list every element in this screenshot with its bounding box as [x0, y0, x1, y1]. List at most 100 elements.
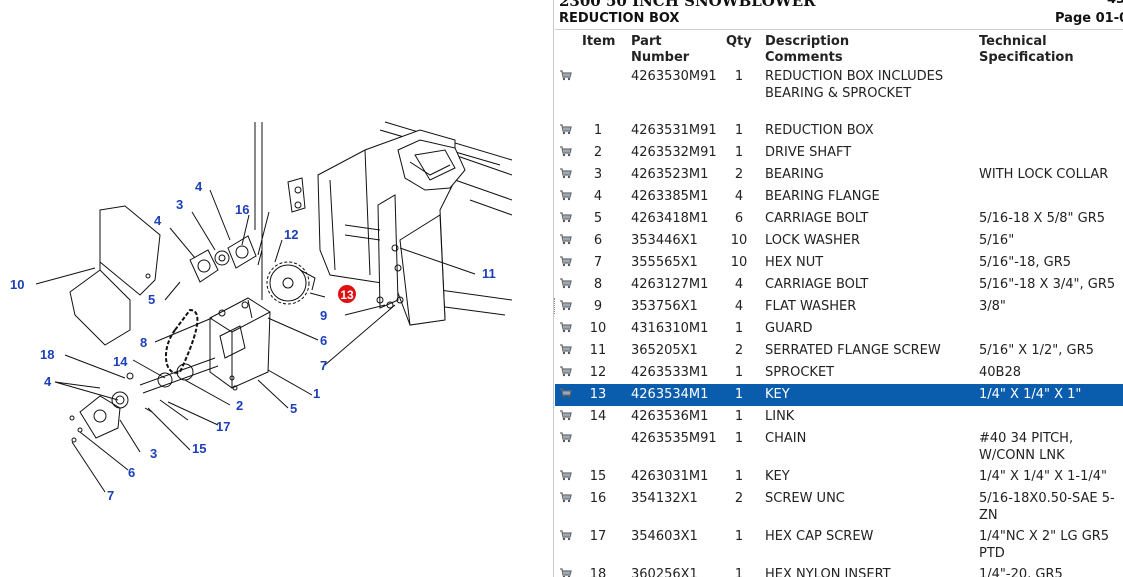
- callout-5[interactable]: 5: [290, 401, 297, 416]
- part-number[interactable]: 355565X1: [631, 255, 698, 270]
- callout-4[interactable]: 4: [154, 213, 162, 228]
- part-number[interactable]: 354603X1: [631, 529, 698, 544]
- callout-15[interactable]: 15: [192, 441, 206, 456]
- part-number[interactable]: 4263530M91: [631, 69, 717, 84]
- col-header-item[interactable]: Item: [582, 34, 616, 49]
- callout-7[interactable]: 7: [107, 488, 114, 503]
- add-to-cart-icon[interactable]: [560, 146, 572, 157]
- callout-3[interactable]: 3: [176, 197, 183, 212]
- callout-18[interactable]: 18: [40, 347, 54, 362]
- callout-2[interactable]: 2: [236, 398, 243, 413]
- add-to-cart-icon[interactable]: [560, 190, 572, 201]
- callout-11[interactable]: 11: [482, 266, 496, 281]
- callout-4[interactable]: 4: [195, 179, 203, 194]
- add-to-cart-icon[interactable]: [560, 530, 572, 541]
- part-number[interactable]: 4263536M1: [631, 409, 709, 424]
- part-number[interactable]: 4263531M91: [631, 123, 717, 138]
- callout-17[interactable]: 17: [216, 419, 230, 434]
- add-to-cart-icon[interactable]: [560, 300, 572, 311]
- technical-spec: 1/4" X 1/4" X 1-1/4": [979, 469, 1108, 484]
- add-to-cart-icon[interactable]: [560, 168, 572, 179]
- add-to-cart-icon[interactable]: [560, 492, 572, 503]
- callout-10[interactable]: 10: [10, 277, 24, 292]
- callout-1[interactable]: 1: [313, 386, 320, 401]
- splitter-handle[interactable]: [554, 298, 558, 314]
- item-number: 14: [589, 409, 607, 424]
- quantity: 1: [734, 529, 744, 544]
- callout-12[interactable]: 12: [284, 227, 298, 242]
- part-number[interactable]: 4263385M1: [631, 189, 709, 204]
- item-number: 1: [593, 123, 603, 138]
- part-number[interactable]: 4263523M1: [631, 167, 709, 182]
- add-to-cart-icon[interactable]: [560, 322, 572, 333]
- part-number[interactable]: 360256X1: [631, 567, 698, 577]
- col-header-spec[interactable]: Technical Specification: [979, 34, 1074, 65]
- callout-3[interactable]: 3: [150, 446, 157, 461]
- part-number[interactable]: 4263127M1: [631, 277, 709, 292]
- add-to-cart-icon[interactable]: [560, 256, 572, 267]
- callout-6[interactable]: 6: [128, 465, 135, 480]
- part-number[interactable]: 354132X1: [631, 491, 698, 506]
- callout-5[interactable]: 5: [148, 292, 155, 307]
- callout-16[interactable]: 16: [235, 202, 249, 217]
- add-to-cart-icon[interactable]: [560, 410, 572, 421]
- part-number[interactable]: 4316310M1: [631, 321, 709, 336]
- callout-13-highlighted[interactable]: 13: [338, 285, 356, 303]
- callout-6[interactable]: 6: [320, 333, 327, 348]
- callout-14[interactable]: 14: [113, 354, 128, 369]
- add-to-cart-icon[interactable]: [560, 366, 572, 377]
- add-to-cart-icon[interactable]: [560, 234, 572, 245]
- part-number[interactable]: 4263031M1: [631, 469, 709, 484]
- part-number[interactable]: 4263532M91: [631, 145, 717, 160]
- panel-divider[interactable]: [553, 0, 554, 577]
- col-header-part[interactable]: Part Number: [631, 34, 690, 65]
- add-to-cart-icon[interactable]: [560, 278, 572, 289]
- add-to-cart-icon[interactable]: [560, 388, 572, 399]
- item-number: 2: [593, 145, 603, 160]
- col-header-qty[interactable]: Qty: [726, 34, 752, 49]
- add-to-cart-icon[interactable]: [560, 432, 572, 443]
- callout-4[interactable]: 4: [44, 374, 52, 389]
- part-number[interactable]: 4263534M1: [631, 387, 709, 402]
- description: REDUCTION BOX INCLUDES BEARING & SPROCKE…: [765, 69, 944, 101]
- callout-7[interactable]: 7: [320, 358, 327, 373]
- part-number[interactable]: 4263533M1: [631, 365, 709, 380]
- description: LINK: [765, 409, 795, 424]
- description: SERRATED FLANGE SCREW: [765, 343, 941, 358]
- add-to-cart-icon[interactable]: [560, 212, 572, 223]
- add-to-cart-icon[interactable]: [560, 124, 572, 135]
- part-number[interactable]: 353756X1: [631, 299, 698, 314]
- callout-8[interactable]: 8: [140, 335, 147, 350]
- part-number[interactable]: 4263418M1: [631, 211, 709, 226]
- col-header-description[interactable]: Description Comments: [765, 34, 850, 65]
- item-number: 5: [593, 211, 603, 226]
- part-number[interactable]: 365205X1: [631, 343, 698, 358]
- part-number[interactable]: 353446X1: [631, 233, 698, 248]
- add-to-cart-icon[interactable]: [560, 344, 572, 355]
- add-to-cart-icon[interactable]: [560, 470, 572, 481]
- part-number[interactable]: 4263535M91: [631, 431, 717, 446]
- add-to-cart-icon[interactable]: [560, 568, 572, 577]
- add-to-cart-icon[interactable]: [560, 70, 572, 81]
- callout-9[interactable]: 9: [320, 308, 327, 323]
